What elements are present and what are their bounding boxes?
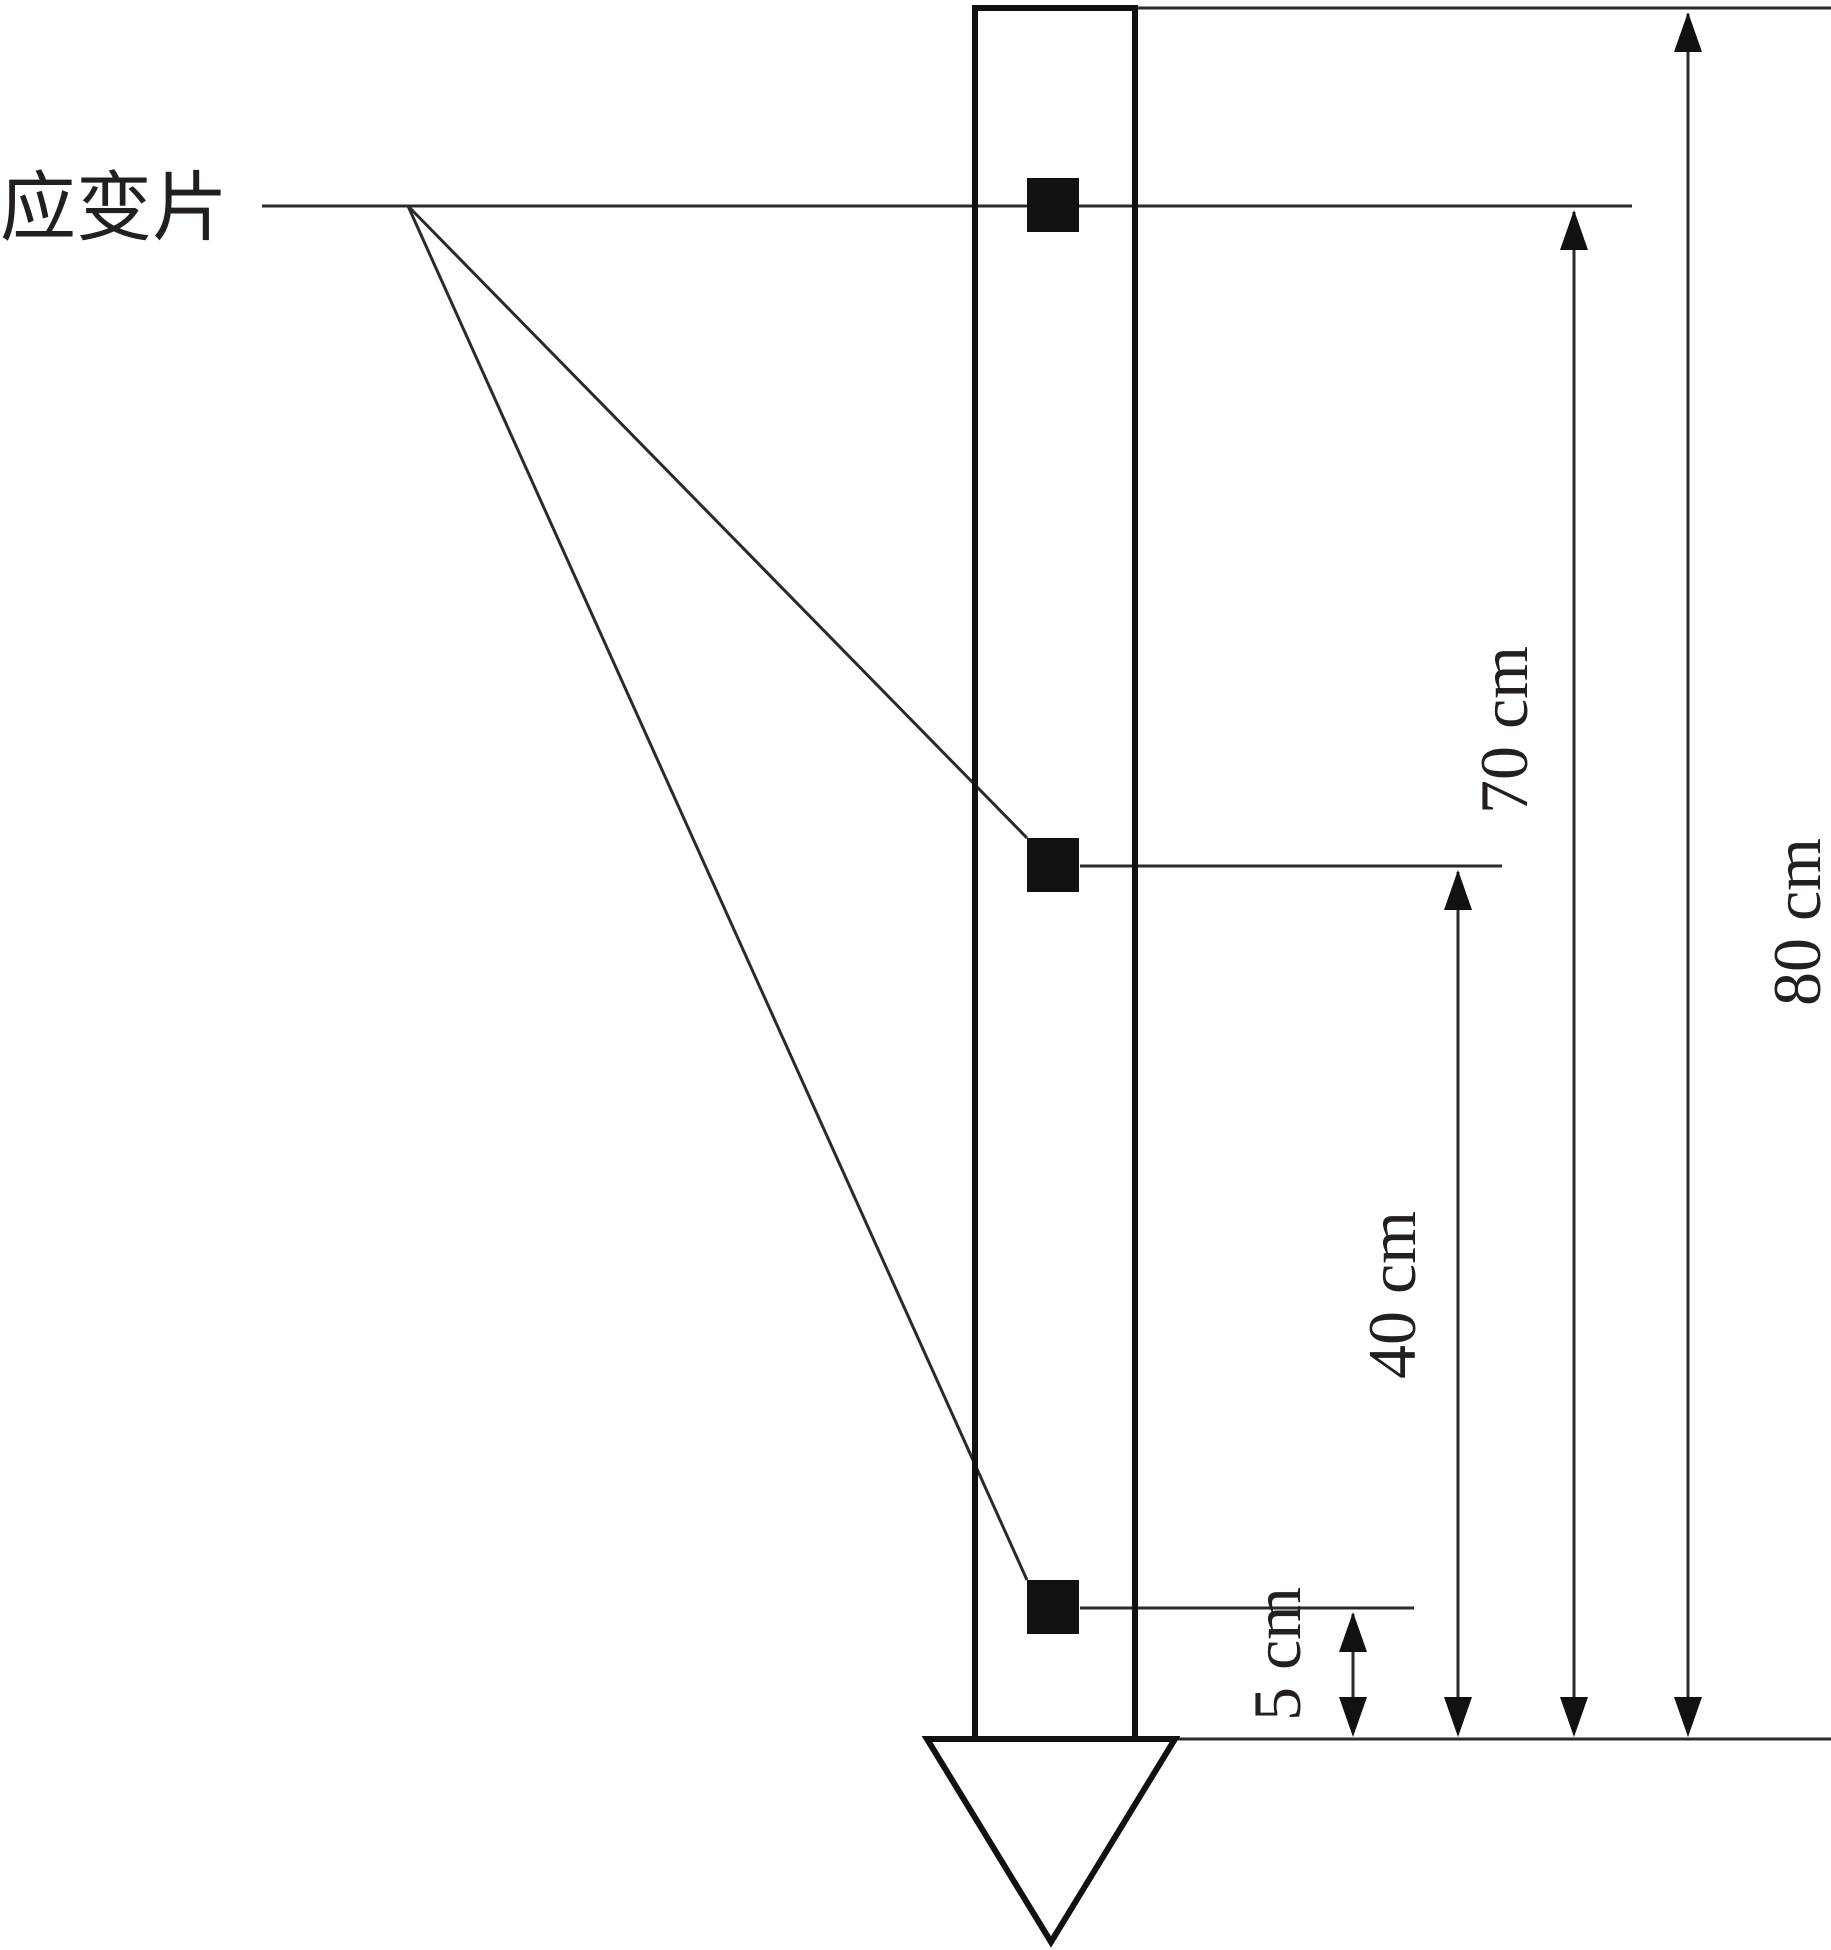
strain-gauge-5 <box>1027 1580 1079 1634</box>
dimension-label-70cm: 70 cm <box>1466 646 1542 814</box>
arrowhead-40cm-bottom <box>1444 1697 1472 1737</box>
dimension-label-80cm: 80 cm <box>1759 838 1831 1006</box>
strain-gauge-70 <box>1027 178 1079 232</box>
leader-line-gauge-5 <box>406 205 1029 1581</box>
strain-gauge-label: 应变片 <box>0 163 228 252</box>
arrowhead-80cm-bottom <box>1674 1697 1702 1737</box>
arrowhead-5cm-bottom <box>1339 1697 1367 1737</box>
arrowhead-80cm-top <box>1674 12 1702 52</box>
arrowhead-70cm-bottom <box>1560 1697 1588 1737</box>
arrowhead-5cm-top <box>1339 1612 1367 1652</box>
dimension-label-40cm: 40 cm <box>1354 1211 1430 1379</box>
leader-line-gauge-40 <box>406 204 1029 840</box>
arrowhead-70cm-top <box>1560 210 1588 250</box>
pile-tip <box>921 1736 1181 1948</box>
dimension-label-5cm: 5 cm <box>1239 1587 1315 1721</box>
strain-gauge-40 <box>1027 838 1079 892</box>
arrowhead-40cm-top <box>1444 870 1472 910</box>
